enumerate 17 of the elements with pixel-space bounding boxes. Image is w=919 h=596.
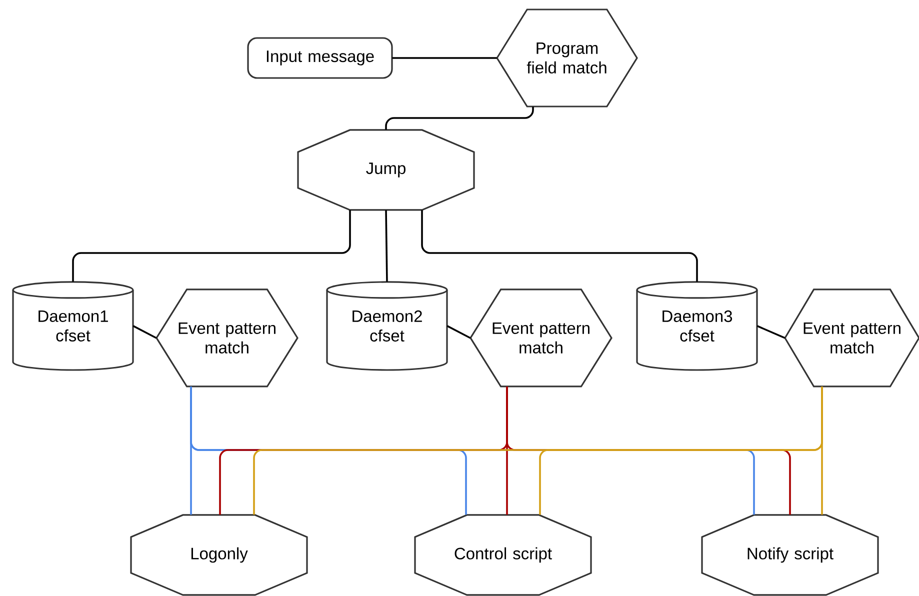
- connector-line: [421, 210, 698, 282]
- connector-line: [132, 325, 157, 339]
- hexagon-box: Event pattern match: [470, 288, 612, 388]
- octagon-box: Logonly: [130, 514, 308, 596]
- connector-line: [392, 57, 497, 59]
- octagon-box: Notify script: [701, 514, 879, 596]
- hexagon-box: Event pattern match: [156, 288, 298, 388]
- connector-line: [385, 210, 388, 282]
- hexagon-box: Program field match: [496, 8, 638, 108]
- octagon-box: Jump: [297, 129, 475, 211]
- connector-line: [756, 325, 786, 339]
- connector-line: [821, 386, 823, 515]
- rounded-box: Input message: [247, 37, 393, 79]
- connector-line: [72, 210, 351, 282]
- hexagon-box: Event pattern match: [784, 288, 919, 388]
- octagon-box: Control script: [414, 514, 592, 596]
- connector-line: [446, 325, 471, 339]
